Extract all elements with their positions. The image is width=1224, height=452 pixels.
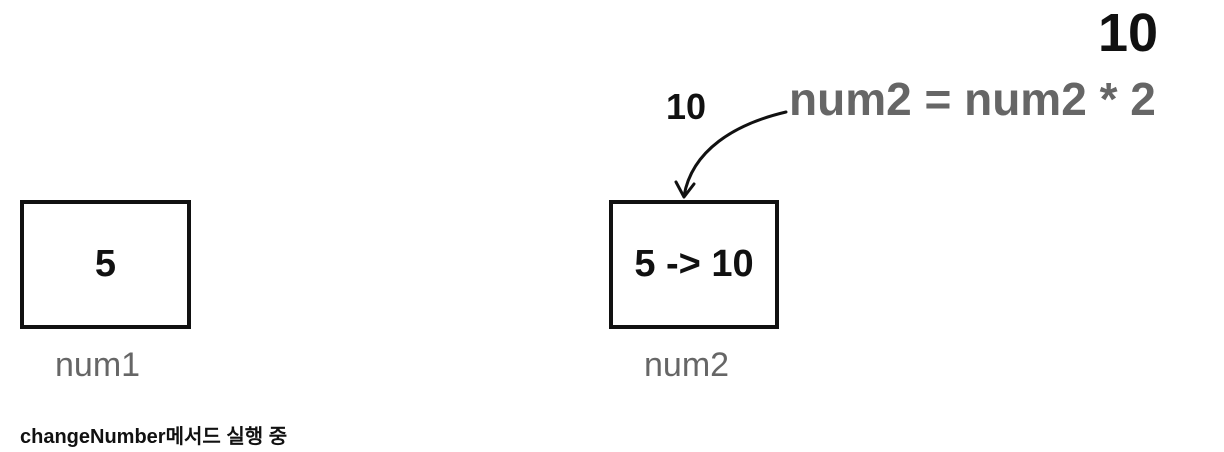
arrow-head [674,180,696,199]
caption: changeNumber메서드 실행 중 [20,426,288,448]
arrow-curve [682,110,788,198]
num2-label: num2 [644,346,730,384]
num1-value: 5 [94,243,117,285]
expression-result: 10 [1098,3,1159,63]
variable-box-num2: 5 -> 10 [609,200,779,329]
arrow-value-label: 10 [666,86,707,127]
num1-label: num1 [55,346,141,384]
assignment-expression: num2 = num2 * 2 [789,73,1156,125]
num2-value: 5 -> 10 [634,243,754,285]
variable-box-num1: 5 [20,200,191,329]
